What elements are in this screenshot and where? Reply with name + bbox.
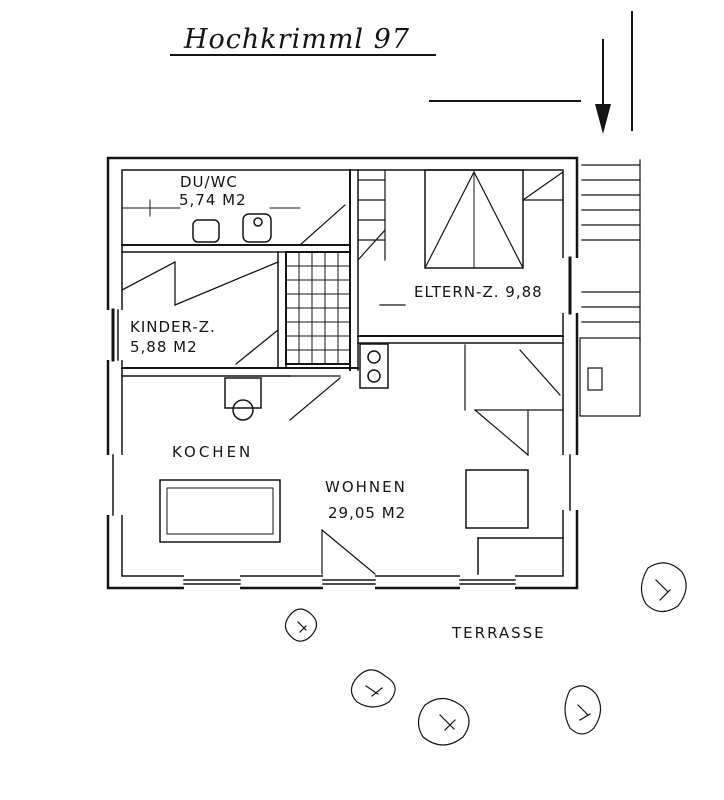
bathroom-fixtures <box>121 199 346 246</box>
door-swings <box>289 344 564 575</box>
room-label-wohnen: WOHNEN <box>325 478 407 496</box>
shaft-grid <box>285 251 351 365</box>
room-label-eltern: ELTERN-Z. 9,88 <box>414 283 543 301</box>
title-underline <box>170 54 436 56</box>
room-area-duwc: 5,74 M2 <box>179 191 247 209</box>
terrace-label: TERRASSE <box>452 624 546 642</box>
north-arrow-icon <box>429 11 633 134</box>
kids-bed <box>121 261 279 365</box>
outer-walls <box>106 156 579 590</box>
stair-steps <box>357 169 386 261</box>
room-label-kochen: KOCHEN <box>172 443 254 461</box>
bed <box>379 169 564 306</box>
sofa <box>465 469 564 575</box>
room-label-kinder: KINDER-Z. <box>130 318 216 336</box>
shrub-icons <box>284 562 687 746</box>
room-label-duwc: DU/WC <box>180 173 238 191</box>
room-area-kinder: 5,88 M2 <box>130 338 198 356</box>
exterior-stairs <box>579 159 641 417</box>
plan-title: Hochkrimml 97 <box>184 24 410 55</box>
kitchen-counter <box>159 377 281 543</box>
interior-walls <box>121 169 564 377</box>
windows <box>106 256 579 590</box>
room-area-wohnen: 29,05 M2 <box>328 504 407 522</box>
stove-icon <box>359 343 389 389</box>
